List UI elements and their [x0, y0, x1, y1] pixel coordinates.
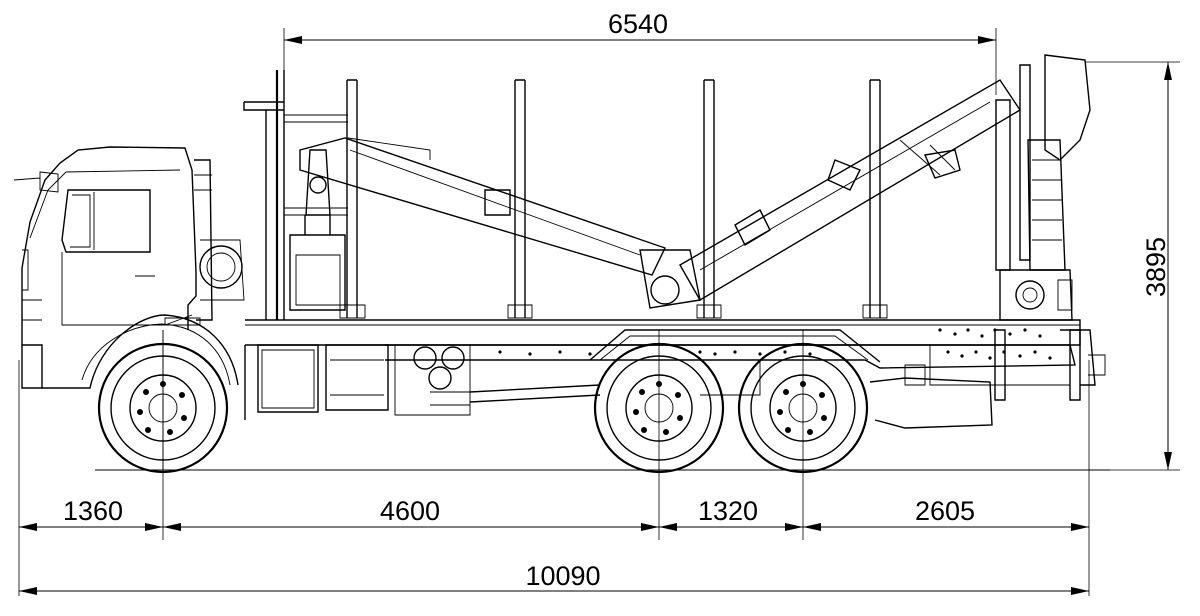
dimension-stanchion-span: 6540: [608, 9, 668, 39]
dimension-lines: [18, 28, 1180, 596]
dimension-overall-length: 10090: [525, 561, 600, 591]
crane-column: [904, 54, 1091, 401]
dimension-front-overhang: 1360: [63, 496, 123, 526]
stanchions: [339, 79, 888, 319]
crane-boom: [299, 79, 1021, 309]
dimension-wheelbase: 4600: [380, 496, 440, 526]
dimension-overall-height: 3895: [1141, 237, 1171, 297]
front-wheel: [97, 330, 229, 474]
dimension-rear-axle-spacing: 1320: [698, 496, 758, 526]
chassis-frame: [244, 319, 1106, 429]
headboard: [243, 70, 348, 320]
rear-wheel-1: [593, 342, 725, 474]
rear-wheel-2: [737, 342, 869, 474]
frame-holes: [498, 328, 1052, 360]
truck-cab: [13, 146, 245, 389]
dimension-rear-overhang: 2605: [915, 496, 975, 526]
